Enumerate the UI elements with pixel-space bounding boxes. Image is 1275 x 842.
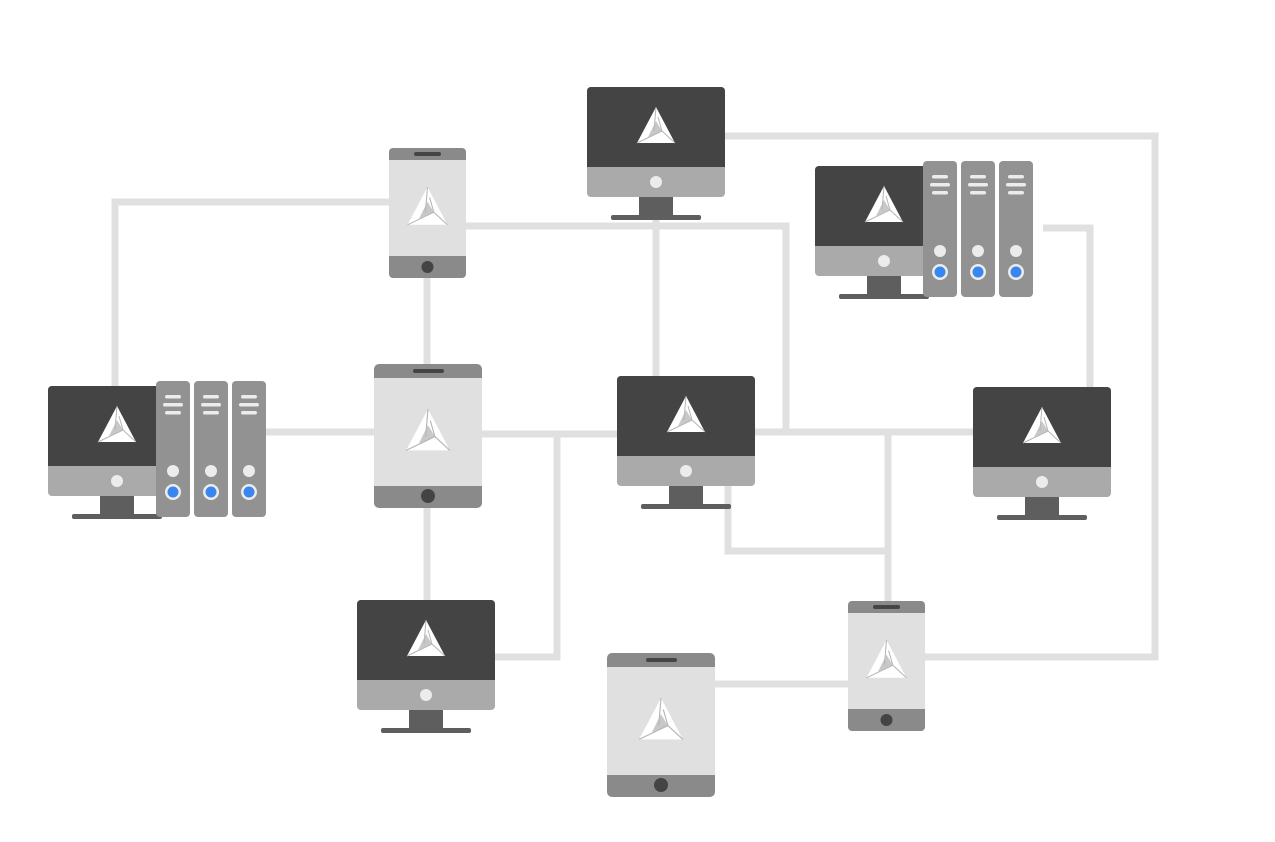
app-logo-icon xyxy=(406,619,446,657)
connectors xyxy=(111,132,1159,688)
app-logo-icon xyxy=(666,395,706,433)
app-logo-icon xyxy=(407,186,448,226)
tablet-center-tablet xyxy=(374,364,482,508)
desktop-right-desktop xyxy=(973,387,1111,520)
workstation-top-right-desktop-with-servers xyxy=(815,161,1033,299)
desktop-center-desktop xyxy=(617,376,755,509)
app-logo-icon xyxy=(405,408,451,451)
workstation-left-desktop-with-servers xyxy=(48,381,266,519)
connector-desktop-bottom-left-to-desktop-center xyxy=(495,434,561,661)
desktop-bottom-left-desktop xyxy=(357,600,495,733)
app-logo-icon xyxy=(638,697,684,740)
app-logo-icon xyxy=(636,106,676,144)
connector-workstation-top-right-to-desktop-right xyxy=(1043,224,1094,388)
devices xyxy=(48,87,1111,797)
app-logo-icon xyxy=(864,185,904,223)
connector-phone-top-to-workstation-left xyxy=(111,198,389,386)
connector-phone-top-to-desktop-center xyxy=(465,222,790,432)
tablet-bottom-tablet xyxy=(607,653,715,797)
app-logo-icon xyxy=(1022,406,1062,444)
phone-top-phone xyxy=(389,148,466,278)
app-logo-icon xyxy=(97,405,137,443)
connector-desktop-top-to-phone-bottom-right xyxy=(725,132,1159,661)
app-logo-icon xyxy=(866,639,907,679)
phone-bottom-right-phone xyxy=(848,601,925,731)
connector-desktop-center-to-phone-bottom-right xyxy=(724,432,892,602)
desktop-top-desktop xyxy=(587,87,725,220)
